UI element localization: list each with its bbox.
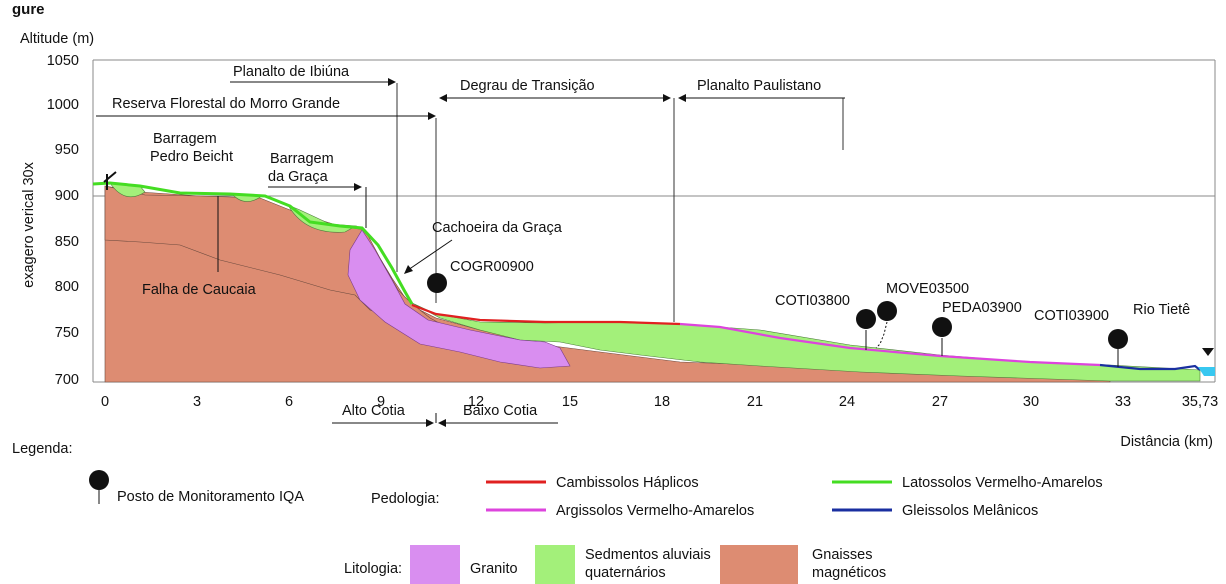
x-tick-18: 18 <box>654 394 670 410</box>
svg-text:Granito: Granito <box>470 561 518 577</box>
x-tick-0: 0 <box>101 394 109 410</box>
svg-text:Gnaisses: Gnaisses <box>812 547 872 563</box>
station-coti03800: COTI03800 <box>775 293 876 350</box>
y-tick-800: 800 <box>55 279 79 295</box>
y-tick-950: 950 <box>55 142 79 158</box>
cambissolo-line <box>411 303 681 326</box>
x-tick-21: 21 <box>747 394 763 410</box>
y-tick-labels: 1050 1000 950 900 850 800 750 700 <box>47 53 79 388</box>
legend-granito: Granito <box>410 545 518 584</box>
x-tick-12: 12 <box>468 394 484 410</box>
svg-text:COTI03800: COTI03800 <box>775 293 850 309</box>
legend-sedimentos: Sedmentos aluviais quaternários <box>535 545 711 584</box>
y-tick-750: 750 <box>55 325 79 341</box>
pedology-lines <box>92 181 1201 371</box>
basin-labels: Alto Cotia Baixo Cotia <box>332 403 558 427</box>
barragem-pedro-beicht-label-2: Pedro Beicht <box>150 149 233 165</box>
svg-text:Sedmentos aluviais: Sedmentos aluviais <box>585 547 711 563</box>
legend-pedologia-title: Pedologia: <box>371 491 440 507</box>
svg-text:Argissolos Vermelho-Amarelos: Argissolos Vermelho-Amarelos <box>556 503 754 519</box>
svg-text:MOVE03500: MOVE03500 <box>886 281 969 297</box>
svg-text:PEDA03900: PEDA03900 <box>942 300 1022 316</box>
svg-text:quaternários: quaternários <box>585 565 666 581</box>
y-axis-title: Altitude (m) <box>20 31 94 47</box>
x-tick-24: 24 <box>839 394 855 410</box>
region-dividers <box>396 83 844 322</box>
x-tick-15: 15 <box>562 394 578 410</box>
svg-text:Cambissolos Háplicos: Cambissolos Háplicos <box>556 475 699 491</box>
granite-layer <box>347 229 571 369</box>
barragem-graca-label-2: da Graça <box>268 169 329 185</box>
station-move03500: MOVE03500 <box>875 281 969 349</box>
lithology-layers <box>104 182 1201 383</box>
svg-text:magnéticos: magnéticos <box>812 565 886 581</box>
x-tick-3: 3 <box>193 394 201 410</box>
y-tick-1050: 1050 <box>47 53 79 69</box>
x-tick-9: 9 <box>377 394 385 410</box>
x-tick-35-73: 35,73 <box>1182 394 1218 410</box>
legend-gnaisses: Gnaisses magnéticos <box>720 545 886 584</box>
svg-text:Latossolos Vermelho-Amarelos: Latossolos Vermelho-Amarelos <box>902 475 1103 491</box>
station-coti03900: COTI03900 <box>1034 308 1128 367</box>
legend-title: Legenda: <box>12 441 72 457</box>
argissolo-line <box>679 322 1101 367</box>
x-tick-6: 6 <box>285 394 293 410</box>
figure-title-fragment: gure <box>12 1 45 18</box>
rio-tiete-water <box>1198 367 1215 376</box>
region-degrau-transicao: Degrau de Transição <box>460 78 595 94</box>
legend-gleissolos: Gleissolos Melânicos <box>832 503 1038 519</box>
station-cogr00900: COGR00900 <box>427 259 534 293</box>
region-labels: Planalto de Ibiúna Reserva Florestal do … <box>96 64 845 120</box>
x-tick-33: 33 <box>1115 394 1131 410</box>
barragem-pedro-beicht-marker-icon <box>103 171 117 190</box>
region-planalto-paulistano: Planalto Paulistano <box>697 78 821 94</box>
legend-litologia-title: Litologia: <box>344 561 402 577</box>
legend-argissolos: Argissolos Vermelho-Amarelos <box>486 503 754 519</box>
y-tick-850: 850 <box>55 234 79 250</box>
x-tick-27: 27 <box>932 394 948 410</box>
barragem-graca-label-1: Barragem <box>270 151 334 167</box>
stations: COGR00900 COTI03800 MOVE03500 PEDA03900 … <box>427 259 1128 367</box>
y-tick-700: 700 <box>55 372 79 388</box>
svg-text:COGR00900: COGR00900 <box>450 259 534 275</box>
legend: Legenda: Posto de Monitoramento IQA Pedo… <box>12 441 1103 584</box>
y-tick-1000: 1000 <box>47 97 79 113</box>
region-planalto-ibiuna: Planalto de Ibiúna <box>233 64 350 80</box>
basin-alto-cotia: Alto Cotia <box>342 403 406 419</box>
latossolo-line <box>92 181 414 305</box>
station-peda03900: PEDA03900 <box>932 300 1022 356</box>
legend-latossolos: Latossolos Vermelho-Amarelos <box>832 475 1103 491</box>
gleissolo-line <box>1099 363 1201 371</box>
svg-text:COTI03900: COTI03900 <box>1034 308 1109 324</box>
y-tick-900: 900 <box>55 188 79 204</box>
legend-cambissolos: Cambissolos Háplicos <box>486 475 699 491</box>
svg-text:Gleissolos Melânicos: Gleissolos Melânicos <box>902 503 1038 519</box>
rio-tiete-triangle-icon <box>1202 348 1214 356</box>
region-reserva: Reserva Florestal do Morro Grande <box>112 96 340 112</box>
cachoeira-graca-label: Cachoeira da Graça <box>432 220 563 236</box>
x-tick-30: 30 <box>1023 394 1039 410</box>
falha-caucaia-label: Falha de Caucaia <box>142 282 257 298</box>
x-axis-title: Distância (km) <box>1120 434 1213 450</box>
feature-labels: Barragem Pedro Beicht Barragem da Graça … <box>142 131 1190 318</box>
basin-baixo-cotia: Baixo Cotia <box>463 403 538 419</box>
x-tick-labels: 0 3 6 9 12 15 18 21 24 27 30 33 35,73 <box>101 394 1218 410</box>
legend-station-label: Posto de Monitoramento IQA <box>117 489 304 505</box>
barragem-pedro-beicht-label-1: Barragem <box>153 131 217 147</box>
legend-station-entry: Posto de Monitoramento IQA <box>89 470 304 505</box>
rio-tiete-label: Rio Tietê <box>1133 302 1190 318</box>
y-axis-side-label: exagero verical 30x <box>21 161 37 287</box>
